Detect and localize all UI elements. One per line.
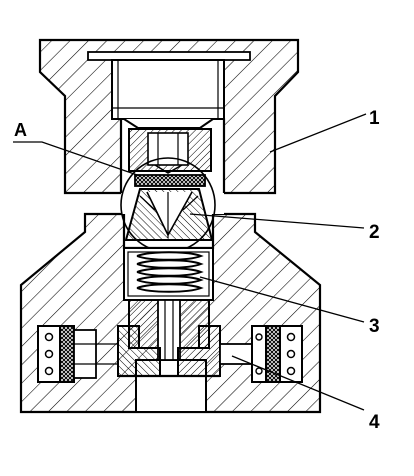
leader-line-a — [13, 141, 141, 177]
right-fitting — [219, 325, 303, 383]
leader-line-2 — [189, 213, 365, 229]
leader-lines — [13, 113, 367, 411]
callout-label-1: 1 — [369, 108, 380, 129]
leader-line-4 — [231, 355, 365, 411]
lower-seats — [117, 325, 221, 378]
leader-line-3 — [199, 276, 365, 323]
callout-label-2: 2 — [369, 222, 380, 243]
spring — [136, 251, 204, 293]
detail-label-a: A — [14, 120, 27, 140]
left-fitting — [37, 325, 118, 383]
seal-ring — [134, 174, 206, 187]
valve-cone — [124, 188, 214, 241]
top-fitting — [87, 51, 251, 129]
callout-label-3: 3 — [369, 316, 380, 337]
seat-holder — [128, 128, 212, 174]
leader-line-1 — [269, 113, 367, 153]
callout-label-4: 4 — [369, 412, 380, 433]
stem-guide — [128, 299, 210, 361]
